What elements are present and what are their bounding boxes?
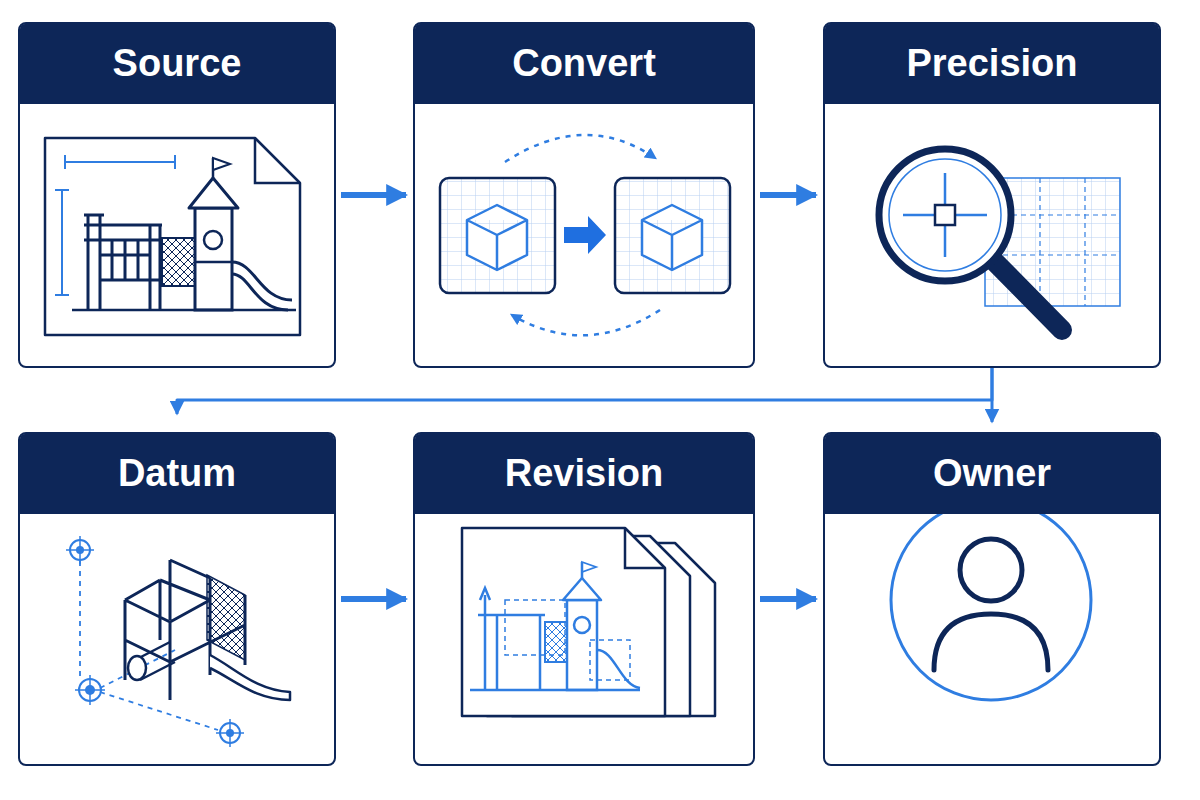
revision-drawing-part	[545, 622, 567, 662]
convert-drawing-part	[512, 310, 660, 335]
datum-drawing-part	[128, 656, 146, 680]
revision-drawing-part	[574, 617, 590, 633]
card-header: Revision	[415, 434, 753, 514]
process-card: Revision	[413, 432, 755, 766]
card-title: Convert	[512, 43, 656, 85]
flow-arrow	[991, 368, 994, 422]
revision-drawing-part	[597, 650, 640, 688]
revision-drawing-part	[590, 640, 630, 680]
flow-arrow	[341, 192, 406, 198]
revision-drawing-part	[563, 578, 601, 600]
convert-drawing	[440, 135, 730, 335]
revision-drawing-part	[462, 528, 665, 716]
owner-drawing-part	[934, 614, 1048, 670]
source-drawing-part	[45, 138, 300, 335]
source-drawing-part	[72, 309, 296, 312]
revision-drawing-part	[625, 528, 665, 568]
source-drawing-part	[213, 158, 230, 170]
datum-drawing	[66, 536, 290, 747]
convert-drawing-part	[564, 216, 606, 254]
card-title: Datum	[118, 453, 236, 495]
source-drawing-part	[195, 261, 232, 264]
process-card: Owner	[823, 432, 1161, 766]
process-card: Source	[18, 22, 336, 368]
flow-arrow	[341, 596, 406, 602]
process-card: Convert	[413, 22, 755, 368]
process-card: Datum	[18, 432, 336, 766]
datum-drawing-part	[207, 575, 245, 660]
source-drawing-part	[195, 208, 232, 310]
source-drawing	[45, 138, 300, 335]
flow-arrow	[760, 596, 816, 602]
convert-drawing-part	[440, 178, 555, 293]
precision-drawing-part	[903, 173, 987, 257]
card-title: Precision	[906, 43, 1077, 85]
revision-drawing	[462, 528, 715, 716]
source-drawing-part	[232, 262, 292, 310]
convert-drawing-part	[505, 135, 655, 162]
card-title: Owner	[933, 453, 1051, 495]
source-drawing-part	[162, 238, 195, 286]
card-header: Datum	[20, 434, 334, 514]
revision-drawing-part	[478, 588, 545, 690]
datum-drawing-part	[210, 655, 290, 700]
precision-drawing-part	[935, 205, 955, 225]
card-title: Source	[113, 43, 242, 85]
convert-drawing-part	[615, 178, 730, 293]
datum-drawing-part	[66, 536, 244, 747]
precision-drawing-part	[889, 159, 1001, 271]
card-header: Source	[20, 24, 334, 104]
owner-drawing	[891, 500, 1091, 700]
revision-drawing-part	[567, 600, 597, 690]
card-title: Revision	[505, 453, 663, 495]
revision-drawing-part	[582, 562, 596, 572]
card-header: Convert	[415, 24, 753, 104]
source-drawing-part	[84, 215, 162, 310]
precision-drawing	[879, 149, 1120, 330]
precision-drawing-part	[879, 149, 1011, 281]
convert-drawing-part	[642, 205, 702, 270]
revision-drawing-part	[470, 689, 640, 692]
flow-arrow	[177, 368, 992, 414]
card-header: Precision	[825, 24, 1159, 104]
convert-drawing-part	[467, 205, 527, 270]
owner-drawing-part	[891, 500, 1091, 700]
process-card: Precision	[823, 22, 1161, 368]
source-drawing-part	[204, 231, 222, 249]
precision-drawing-part	[995, 262, 1062, 330]
revision-drawing-part	[470, 562, 640, 690]
source-drawing-part	[189, 178, 238, 208]
source-drawing-part	[255, 138, 300, 183]
card-header: Owner	[825, 434, 1159, 514]
datum-drawing-part	[125, 560, 245, 700]
flow-arrow	[760, 192, 816, 198]
revision-drawing-part	[505, 600, 565, 655]
owner-drawing-part	[960, 539, 1022, 601]
